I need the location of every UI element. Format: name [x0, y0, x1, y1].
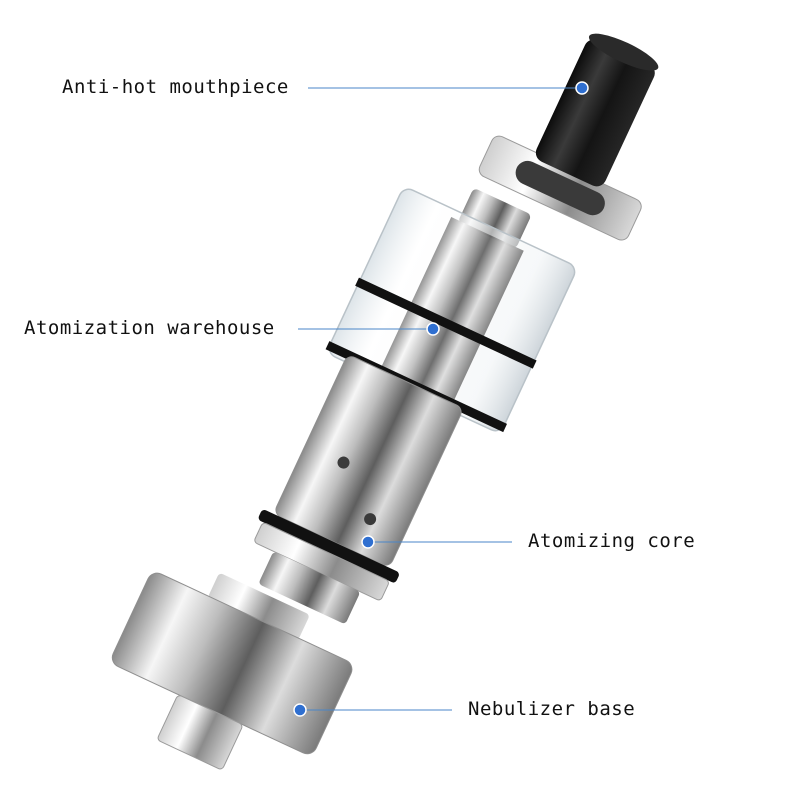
leader-lines — [293, 81, 589, 717]
leader-dot-icon — [293, 703, 307, 717]
mouthpiece-collar-slot — [515, 160, 605, 216]
core-o-ring — [258, 509, 399, 583]
tank-part — [325, 188, 576, 433]
base-connector — [157, 695, 243, 770]
mouthpiece-part — [478, 33, 659, 241]
base-part — [111, 572, 353, 770]
mouthpiece-tip — [535, 39, 655, 187]
core-base-ring — [254, 522, 389, 601]
tank-inner-chimney — [379, 216, 524, 405]
tank-o-ring-upper — [355, 277, 537, 369]
tank-top-stem — [459, 189, 531, 248]
core-hole — [364, 513, 377, 526]
leader-dot-icon — [426, 322, 440, 336]
base-thread — [208, 573, 309, 639]
callout-label-warehouse: Atomization warehouse — [24, 317, 275, 339]
leader-dot-icon — [361, 535, 375, 549]
leader-dot-icon — [575, 81, 589, 95]
core-part — [254, 356, 462, 624]
mouthpiece-tip-top — [588, 33, 659, 71]
core-bottom — [259, 552, 360, 624]
callout-label-mouthpiece: Anti-hot mouthpiece — [62, 76, 289, 98]
core-hole — [337, 456, 350, 469]
callout-label-core: Atomizing core — [528, 530, 696, 552]
callout-label-base: Nebulizer base — [468, 698, 636, 720]
